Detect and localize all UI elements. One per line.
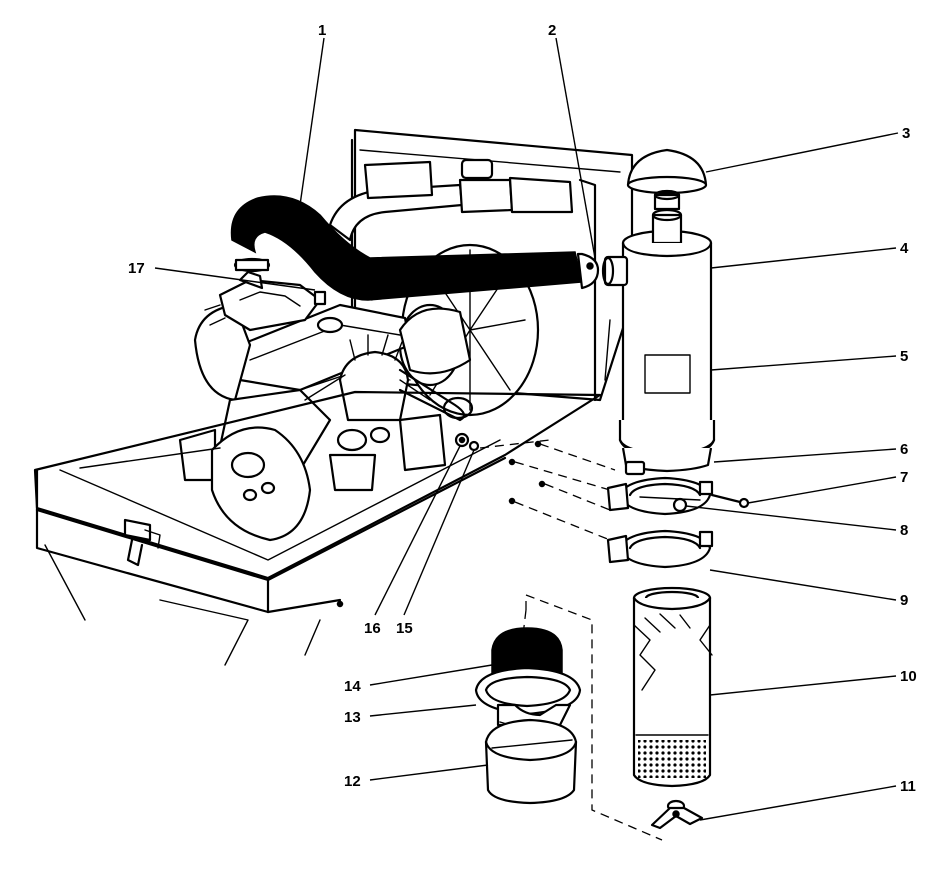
leader-15 bbox=[403, 449, 475, 616]
callout-11: 11 bbox=[900, 778, 916, 795]
callout-labels: 1 2 3 4 5 6 7 8 9 10 11 12 13 14 15 16 1… bbox=[128, 22, 917, 795]
distributor bbox=[304, 334, 431, 492]
callout-13: 13 bbox=[344, 709, 361, 726]
leader-10 bbox=[709, 675, 897, 696]
callout-16: 16 bbox=[364, 620, 381, 637]
mounting-holes bbox=[336, 440, 546, 608]
callout-5: 5 bbox=[900, 348, 908, 365]
clamp-band-upper bbox=[606, 460, 714, 516]
assembly-guide-lines bbox=[479, 439, 616, 541]
callout-4: 4 bbox=[900, 240, 909, 257]
callout-14: 14 bbox=[344, 678, 361, 695]
stand-legs bbox=[44, 544, 321, 666]
callout-10: 10 bbox=[900, 668, 917, 685]
hose-clamp bbox=[576, 252, 600, 290]
wing-nut bbox=[650, 799, 704, 830]
callout-15: 15 bbox=[396, 620, 413, 637]
filter-element bbox=[632, 586, 713, 788]
callout-3: 3 bbox=[902, 125, 910, 142]
cup-ring bbox=[474, 666, 582, 741]
leader-1 bbox=[299, 37, 325, 206]
leader-8 bbox=[685, 505, 897, 531]
engine-assembly bbox=[33, 128, 634, 666]
fitting-16 bbox=[454, 432, 470, 448]
callout-17: 17 bbox=[128, 260, 145, 277]
oil-cup-assembly bbox=[474, 627, 582, 805]
leader-4 bbox=[710, 247, 897, 269]
leader-5 bbox=[710, 355, 897, 371]
callout-1: 1 bbox=[318, 22, 326, 39]
exploded-view-frame bbox=[519, 594, 663, 841]
leader-12 bbox=[369, 764, 489, 781]
leader-16 bbox=[374, 445, 461, 616]
callout-12: 12 bbox=[344, 773, 361, 790]
leader-6 bbox=[713, 448, 897, 463]
callout-2: 2 bbox=[548, 22, 556, 39]
cleaner-body bbox=[601, 208, 716, 473]
leader-lines bbox=[154, 37, 899, 821]
carburetor bbox=[204, 270, 327, 332]
radiator-hoses bbox=[328, 158, 574, 242]
leader-11 bbox=[699, 785, 897, 821]
leader-13 bbox=[369, 704, 477, 717]
clamp-band-lower bbox=[606, 529, 714, 569]
leader-9 bbox=[709, 569, 897, 601]
callout-8: 8 bbox=[900, 522, 908, 539]
tray-latch bbox=[123, 518, 161, 567]
leader-14 bbox=[369, 664, 493, 686]
clamp-bolt bbox=[710, 493, 750, 509]
leader-2 bbox=[555, 37, 596, 259]
fitting-15 bbox=[468, 440, 480, 452]
leader-7 bbox=[747, 476, 897, 504]
rain-cap bbox=[626, 148, 708, 211]
callout-9: 9 bbox=[900, 592, 908, 609]
leader-17 bbox=[154, 267, 316, 291]
air-cleaner-assembly bbox=[519, 148, 750, 841]
engine-skid-tray bbox=[33, 390, 602, 614]
oil-cup bbox=[484, 718, 578, 805]
filter-perforations bbox=[638, 740, 706, 778]
leader-3 bbox=[705, 132, 899, 173]
alternator bbox=[398, 307, 474, 472]
timing-cover bbox=[210, 426, 312, 542]
callout-7: 7 bbox=[900, 469, 908, 486]
callout-6: 6 bbox=[900, 441, 908, 458]
